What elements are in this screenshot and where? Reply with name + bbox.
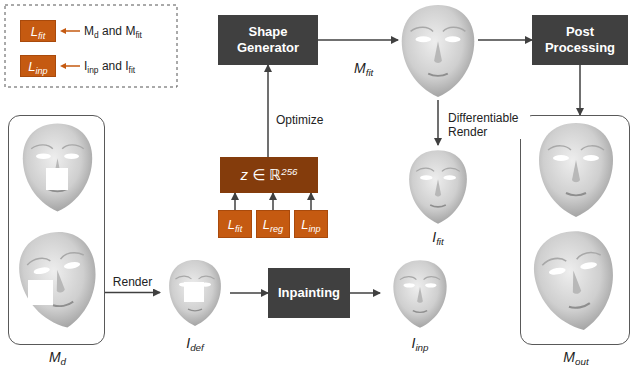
loss-box: Lreg — [256, 210, 290, 238]
caption: Md — [49, 349, 66, 365]
box-label: Linp — [28, 59, 47, 74]
connector-arrow — [478, 39, 532, 41]
face-render — [409, 150, 467, 223]
mesh-panel: Md — [8, 115, 105, 345]
face-render — [393, 260, 446, 328]
process-box: Inpainting — [268, 268, 350, 318]
box-label: Lfit — [228, 217, 242, 232]
face-render — [539, 123, 613, 217]
face-render — [528, 225, 623, 337]
connector-arrow — [272, 193, 274, 210]
connector-arrow — [318, 39, 398, 41]
legend-arrowhead — [60, 28, 66, 34]
box-label: Post Processing — [532, 24, 628, 56]
caption: Iinp — [412, 335, 429, 351]
legend-swatch: Linp — [20, 55, 56, 77]
process-box: Post Processing — [532, 15, 628, 65]
face-render — [13, 226, 104, 334]
edge-label: Differentiable Render — [446, 111, 530, 139]
connector-arrow — [310, 193, 312, 210]
connector-arrow — [234, 193, 236, 210]
box-label: Lreg — [263, 217, 283, 232]
legend-frame — [5, 5, 177, 87]
connector-arrow — [230, 292, 268, 294]
connector-arrow — [579, 65, 581, 115]
edge-label: Render — [111, 275, 154, 289]
legend-swatch: Lfit — [20, 20, 56, 42]
legend-text: Iinp and Ifit — [84, 59, 135, 73]
connector-arrow — [437, 100, 439, 145]
legend-text: Md and Mfit — [84, 24, 142, 38]
connector-arrow — [267, 65, 269, 157]
caption: Idef — [186, 335, 204, 351]
face-render — [402, 5, 475, 97]
annotation: Optimize — [276, 113, 323, 127]
render-image: Iinp — [380, 255, 460, 330]
defect-hole — [184, 282, 204, 302]
box-label: Lfit — [31, 24, 45, 39]
defect-hole — [28, 280, 53, 305]
box-label: z ∈ ℝ256 — [240, 166, 297, 184]
process-box: Shape Generator — [218, 15, 318, 65]
face-render — [23, 123, 92, 211]
connector-arrow — [350, 292, 380, 294]
box-label: Shape Generator — [218, 24, 318, 56]
box-label: Linp — [301, 217, 320, 232]
caption: Ifit — [432, 229, 444, 245]
box-label: Inpainting — [278, 285, 340, 301]
caption: Mout — [563, 349, 588, 365]
loss-box: Linp — [294, 210, 328, 238]
mesh-image: Mfit — [398, 0, 478, 100]
render-image: Ifit — [398, 145, 478, 227]
render-image: Idef — [160, 255, 230, 330]
mesh-panel: Mout — [520, 115, 630, 345]
legend-arrowhead — [60, 63, 66, 69]
caption: Mfit — [354, 60, 373, 76]
latent-box: z ∈ ℝ256 — [220, 157, 318, 193]
connector-arrow — [105, 292, 160, 294]
loss-box: Lfit — [218, 210, 252, 238]
face-render — [169, 260, 221, 326]
defect-hole — [46, 168, 68, 190]
